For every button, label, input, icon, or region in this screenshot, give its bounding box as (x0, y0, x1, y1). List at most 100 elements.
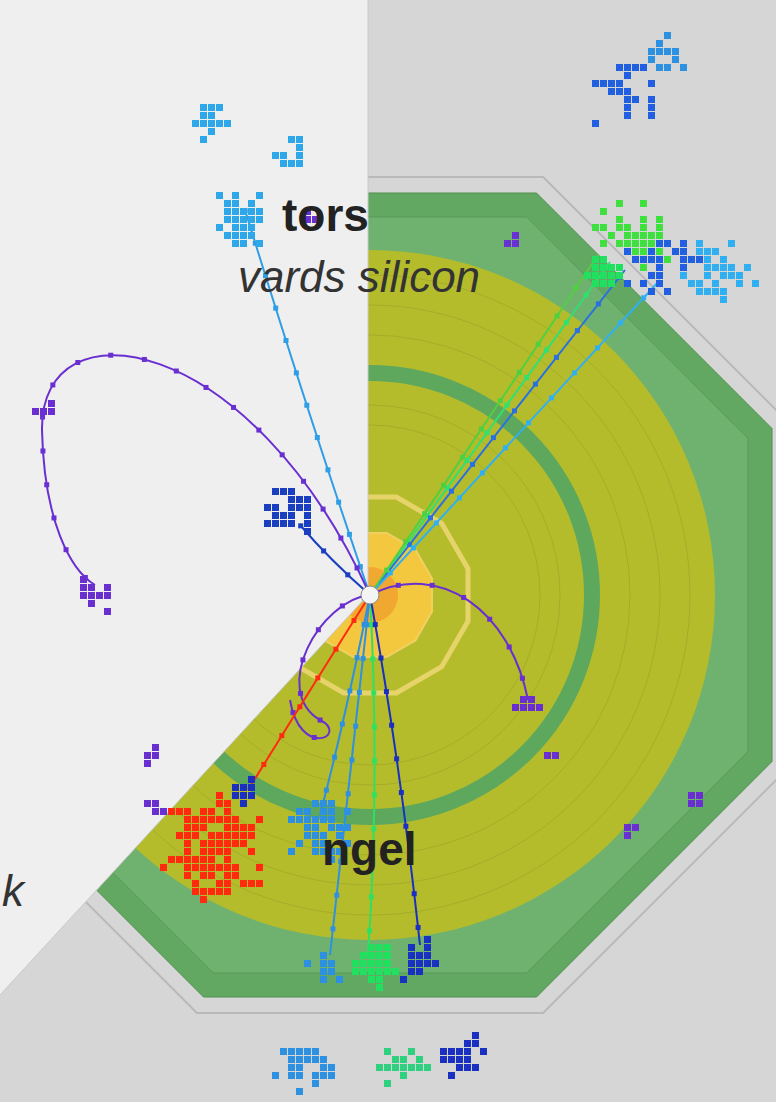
calorimeter-hit (632, 64, 639, 71)
track-hit (334, 893, 339, 898)
calorimeter-hit (80, 584, 87, 591)
calorimeter-hit (304, 808, 311, 815)
calorimeter-hit (224, 816, 231, 823)
calorimeter-hit (424, 952, 431, 959)
track-hit (465, 458, 470, 463)
calorimeter-hit (504, 240, 511, 247)
calorimeter-hit (184, 864, 191, 871)
calorimeter-hit (640, 248, 647, 255)
calorimeter-hit (240, 880, 247, 887)
calorimeter-hit (704, 256, 711, 263)
track-hit (321, 548, 326, 553)
calorimeter-hit (224, 208, 231, 215)
track-hit (533, 382, 538, 387)
track-hit (384, 568, 389, 573)
track-hit (40, 415, 45, 420)
calorimeter-hit (656, 248, 663, 255)
calorimeter-hit (216, 840, 223, 847)
calorimeter-hit (288, 488, 295, 495)
calorimeter-hit (200, 856, 207, 863)
calorimeter-hit (304, 816, 311, 823)
track-hit (412, 891, 417, 896)
track-hit (64, 547, 69, 552)
calorimeter-hit (720, 272, 727, 279)
calorimeter-hit (224, 832, 231, 839)
track-hit (574, 285, 579, 290)
calorimeter-hit (88, 584, 95, 591)
track-hit (40, 448, 45, 453)
calorimeter-hit (720, 256, 727, 263)
calorimeter-hit (224, 848, 231, 855)
calorimeter-hit (640, 200, 647, 207)
calorimeter-hit (216, 792, 223, 799)
calorimeter-hit (648, 232, 655, 239)
calorimeter-hit (424, 960, 431, 967)
calorimeter-hit (104, 592, 111, 599)
calorimeter-hit (360, 960, 367, 967)
calorimeter-hit (648, 256, 655, 263)
calorimeter-hit (208, 856, 215, 863)
calorimeter-hit (48, 400, 55, 407)
calorimeter-hit (624, 88, 631, 95)
calorimeter-hit (240, 232, 247, 239)
calorimeter-hit (632, 248, 639, 255)
calorimeter-hit (312, 816, 319, 823)
calorimeter-hit (248, 792, 255, 799)
calorimeter-hit (528, 704, 535, 711)
calorimeter-hit (456, 1048, 463, 1055)
calorimeter-hit (208, 816, 215, 823)
calorimeter-hit (216, 832, 223, 839)
calorimeter-hit (208, 840, 215, 847)
calorimeter-hit (200, 808, 207, 815)
calorimeter-hit (232, 872, 239, 879)
calorimeter-hit (216, 864, 223, 871)
calorimeter-hit (312, 1048, 319, 1055)
calorimeter-hit (728, 272, 735, 279)
calorimeter-hit (368, 960, 375, 967)
calorimeter-hit (320, 968, 327, 975)
track-hit (512, 408, 517, 413)
calorimeter-hit (248, 224, 255, 231)
calorimeter-hit (272, 488, 279, 495)
calorimeter-hit (472, 1040, 479, 1047)
calorimeter-hit (464, 1048, 471, 1055)
calorimeter-hit (248, 792, 255, 799)
calorimeter-hit (296, 144, 303, 151)
calorimeter-hit (640, 280, 647, 287)
track-hit (399, 790, 404, 795)
calorimeter-hit (384, 960, 391, 967)
track-hit (346, 791, 351, 796)
calorimeter-hit (600, 80, 607, 87)
calorimeter-hit (200, 112, 207, 119)
calorimeter-hit (256, 816, 263, 823)
calorimeter-hit (200, 888, 207, 895)
track-hit (347, 688, 352, 693)
calorimeter-hit (240, 216, 247, 223)
track-hit (372, 724, 377, 729)
calorimeter-hit (464, 1040, 471, 1047)
calorimeter-hit (304, 496, 311, 503)
calorimeter-hit (216, 192, 223, 199)
calorimeter-hit (216, 832, 223, 839)
calorimeter-hit (712, 288, 719, 295)
calorimeter-hit (720, 296, 727, 303)
track-hit (345, 572, 350, 577)
calorimeter-hit (320, 800, 327, 807)
calorimeter-hit (608, 264, 615, 271)
calorimeter-hit (552, 752, 559, 759)
track-hit (498, 398, 503, 403)
calorimeter-hit (320, 960, 327, 967)
calorimeter-hit (288, 848, 295, 855)
calorimeter-hit (304, 1048, 311, 1055)
calorimeter-hit (240, 208, 247, 215)
track-hit (324, 788, 329, 793)
track-hit (596, 301, 601, 306)
calorimeter-hit (224, 856, 231, 863)
calorimeter-hit (400, 1056, 407, 1063)
calorimeter-hit (624, 832, 631, 839)
calorimeter-hit (712, 288, 719, 295)
calorimeter-hit (248, 232, 255, 239)
calorimeter-hit (616, 240, 623, 247)
calorimeter-hit (472, 1032, 479, 1039)
